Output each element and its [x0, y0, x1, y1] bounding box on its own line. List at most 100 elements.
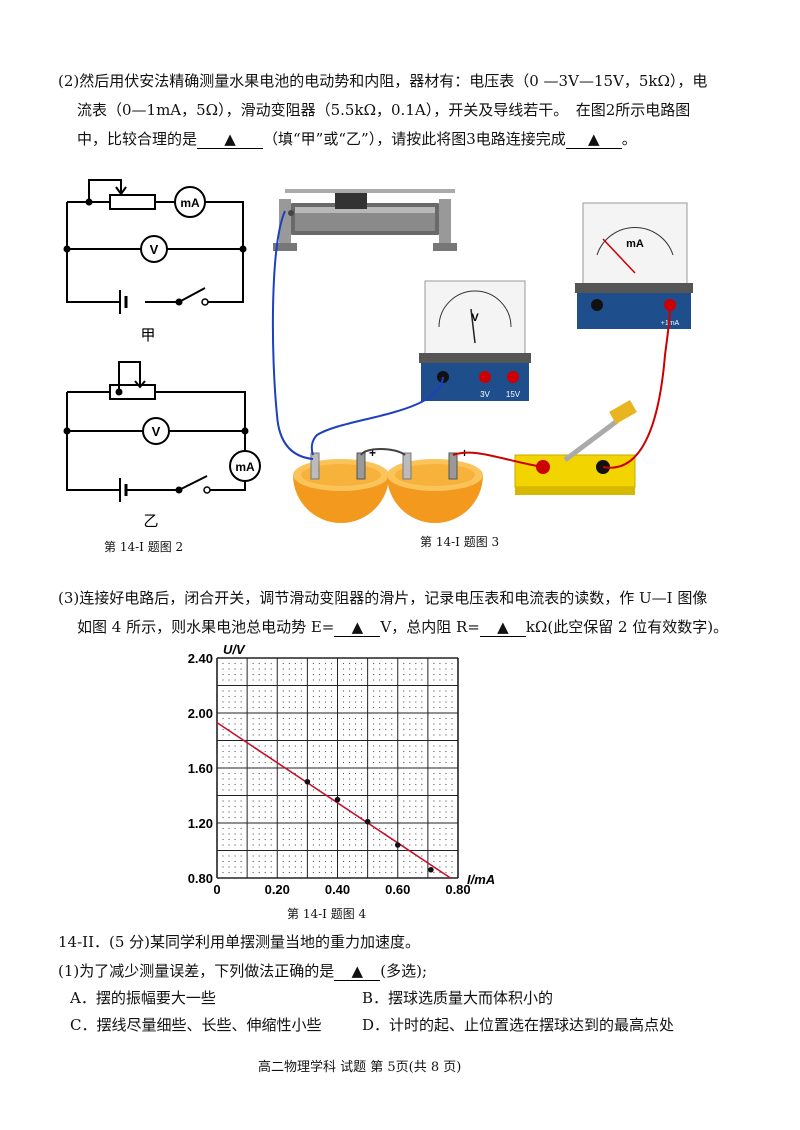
grid-dot	[288, 811, 290, 813]
grid-dot	[294, 745, 296, 747]
voltmeter-jia: V	[140, 235, 168, 263]
grid-dot	[348, 789, 351, 791]
grid-dot	[240, 855, 242, 857]
grid-dot	[222, 778, 224, 780]
grid-dot	[312, 778, 314, 780]
data-point	[334, 796, 341, 803]
grid-dot	[445, 695, 447, 698]
grid-dot	[294, 756, 296, 758]
grid-dot	[391, 679, 393, 681]
grid-dot	[300, 679, 302, 681]
grid-dot	[288, 717, 290, 720]
grid-dot	[403, 772, 405, 775]
grid-dot	[373, 717, 375, 720]
grid-dot	[300, 866, 302, 868]
grid-dot	[354, 717, 357, 720]
grid-dot	[403, 800, 405, 802]
grid-dot	[409, 778, 411, 780]
grid-dot	[373, 800, 375, 802]
q3-blank-1[interactable]: ▲	[334, 618, 381, 637]
grid-dot	[415, 701, 417, 703]
grid-dot	[348, 701, 351, 703]
grid-dot	[451, 701, 453, 703]
grid-dot	[451, 662, 453, 665]
grid-dot	[433, 728, 435, 731]
grid-dot	[373, 855, 375, 857]
grid-dot	[391, 673, 393, 676]
grid-dot	[379, 800, 381, 802]
grid-dot	[403, 761, 405, 764]
grid-dot	[288, 673, 290, 676]
grid-dot	[318, 838, 321, 841]
q3-blank-2[interactable]: ▲	[479, 618, 526, 637]
grid-dot	[264, 728, 266, 731]
grid-dot	[312, 816, 314, 819]
grid-dot	[354, 734, 357, 736]
grid-dot	[288, 734, 290, 736]
grid-dot	[330, 860, 333, 863]
grid-dot	[415, 668, 417, 670]
grid-dot	[330, 800, 333, 802]
grid-dot	[451, 679, 453, 681]
grid-dot	[228, 805, 230, 808]
q2-blank-1[interactable]: ▲	[197, 130, 264, 149]
grid-dot	[445, 679, 447, 681]
q2-blank-2[interactable]: ▲	[565, 130, 622, 149]
grid-dot	[330, 783, 333, 786]
grid-dot	[373, 750, 375, 753]
q14ii-blank[interactable]: ▲	[334, 962, 381, 981]
grid-dot	[403, 855, 405, 857]
grid-dot	[222, 789, 224, 791]
grid-dot	[228, 783, 230, 786]
grid-dot	[252, 789, 254, 791]
grid-dot	[433, 805, 435, 808]
grid-dot	[439, 728, 441, 731]
grid-dot	[354, 860, 357, 863]
grid-dot	[318, 679, 321, 681]
grid-dot	[391, 811, 393, 813]
grid-dot	[385, 789, 387, 791]
grid-dot	[379, 662, 381, 665]
chart-grid-dots	[222, 662, 453, 874]
grid-dot	[385, 800, 387, 802]
grid-dot	[445, 662, 447, 665]
grid-dot	[421, 772, 423, 775]
grid-dot	[234, 701, 236, 703]
grid-dot	[324, 723, 327, 725]
grid-dot	[282, 668, 284, 670]
grid-dot	[373, 734, 375, 736]
grid-dot	[282, 855, 284, 857]
grid-dot	[234, 789, 236, 791]
grid-dot	[385, 745, 387, 747]
grid-dot	[228, 860, 230, 863]
grid-dot	[361, 827, 363, 830]
grid-dot	[451, 668, 453, 670]
grid-dot	[324, 800, 327, 802]
grid-dot	[342, 701, 345, 703]
grid-dot	[391, 695, 393, 698]
grid-dot	[391, 783, 393, 786]
grid-dot	[282, 800, 284, 802]
grid-dot	[385, 871, 387, 874]
grid-dot	[324, 805, 327, 808]
grid-dot	[385, 855, 387, 857]
grid-dot	[373, 844, 375, 846]
grid-dot	[433, 756, 435, 758]
grid-dot	[391, 833, 393, 835]
grid-dot	[264, 662, 266, 665]
grid-dot	[270, 866, 272, 868]
grid-dot	[252, 728, 254, 731]
grid-dot	[415, 827, 417, 830]
grid-dot	[361, 800, 363, 802]
grid-dot	[270, 734, 272, 736]
grid-dot	[354, 816, 357, 819]
grid-dot	[342, 860, 345, 863]
grid-dot	[373, 805, 375, 808]
grid-dot	[445, 756, 447, 758]
grid-dot	[445, 860, 447, 863]
grid-dot	[324, 827, 327, 830]
grid-dot	[324, 855, 327, 857]
grid-dot	[228, 800, 230, 802]
grid-dot	[379, 723, 381, 725]
grid-dot	[421, 750, 423, 753]
